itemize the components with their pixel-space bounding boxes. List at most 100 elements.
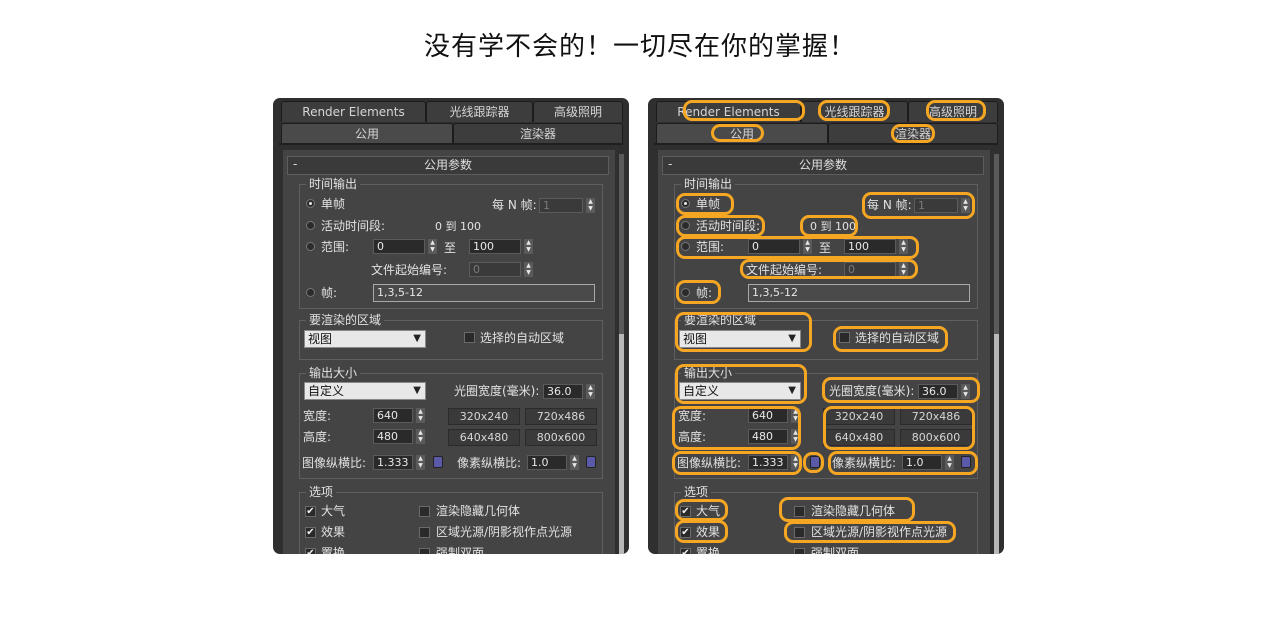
every-nth-input[interactable]: 1 (539, 198, 583, 213)
label-effects: 效果 (321, 525, 346, 539)
checkbox-auto-region[interactable] (839, 332, 850, 343)
tab-common[interactable]: 公用 (656, 123, 828, 144)
label-image-aspect: 图像纵横比: (677, 456, 742, 470)
frames-input[interactable]: 1,3,5-12 (748, 284, 970, 302)
pixel-aspect-input[interactable]: 1.0 (902, 455, 942, 470)
width-input[interactable]: 640 (748, 408, 788, 423)
frames-input[interactable]: 1,3,5-12 (373, 284, 595, 302)
spinner-arrows[interactable]: ▲▼ (570, 455, 579, 470)
tab-raytracer[interactable]: 光线跟踪器 (426, 101, 533, 122)
tab-advanced-lighting[interactable]: 高级照明 (533, 101, 623, 122)
checkbox-atmospherics[interactable]: ✔ (680, 506, 691, 517)
spinner-arrows[interactable]: ▲▼ (791, 429, 800, 444)
spinner-arrows[interactable]: ▲▼ (524, 262, 533, 277)
tab-common[interactable]: 公用 (281, 123, 453, 144)
preset-button-2[interactable]: 720x486 (525, 408, 597, 425)
tab-renderer[interactable]: 渲染器 (453, 123, 623, 144)
tab-renderer[interactable]: 渲染器 (828, 123, 998, 144)
output-size-dropdown[interactable]: 自定义▼ (304, 382, 426, 400)
range-to-input[interactable]: 100 (844, 239, 896, 254)
radio-single-frame[interactable] (306, 199, 315, 208)
checkbox-area-lights[interactable] (419, 527, 430, 538)
spinner-arrows[interactable]: ▲▼ (791, 408, 800, 423)
spinner-arrows[interactable]: ▲▼ (416, 455, 425, 470)
collapse-icon[interactable]: - (293, 157, 298, 171)
spinner-arrows[interactable]: ▲▼ (586, 198, 595, 213)
lock-icon[interactable] (961, 456, 971, 468)
checkbox-effects[interactable]: ✔ (680, 527, 691, 538)
preset-button-4[interactable]: 800x600 (900, 429, 972, 446)
tab-render-elements[interactable]: Render Elements (281, 101, 426, 122)
rollout-common-parameters[interactable]: - 公用参数 (662, 156, 984, 175)
radio-active-segment[interactable] (681, 221, 690, 230)
tab-raytracer[interactable]: 光线跟踪器 (801, 101, 908, 122)
radio-active-segment[interactable] (306, 221, 315, 230)
spinner-arrows[interactable]: ▲▼ (586, 384, 595, 399)
spinner-arrows[interactable]: ▲▼ (416, 429, 425, 444)
radio-frames[interactable] (306, 288, 315, 297)
checkbox-effects[interactable]: ✔ (305, 527, 316, 538)
file-number-base-input[interactable]: 0 (844, 262, 896, 277)
lock-icon[interactable] (586, 456, 596, 468)
width-input[interactable]: 640 (373, 408, 413, 423)
spinner-arrows[interactable]: ▲▼ (791, 455, 800, 470)
label-single-frame: 单帧 (321, 197, 346, 211)
radio-range[interactable] (306, 242, 315, 251)
spinner-arrows[interactable]: ▲▼ (803, 239, 812, 254)
checkbox-atmospherics[interactable]: ✔ (305, 506, 316, 517)
checkbox-render-hidden[interactable] (794, 506, 805, 517)
spinner-arrows[interactable]: ▲▼ (524, 239, 533, 254)
output-size-dropdown[interactable]: 自定义▼ (679, 382, 801, 400)
tab-render-elements[interactable]: Render Elements (656, 101, 801, 122)
aperture-width-input[interactable]: 36.0 (918, 384, 958, 399)
area-to-render-dropdown[interactable]: 视图▼ (679, 330, 801, 348)
scrollbar[interactable] (994, 154, 999, 554)
checkbox-displacement[interactable]: ✔ (305, 548, 316, 554)
spinner-arrows[interactable]: ▲▼ (961, 198, 970, 213)
area-to-render-dropdown[interactable]: 视图▼ (304, 330, 426, 348)
checkbox-force-two-sided[interactable] (794, 548, 805, 554)
scrollbar-thumb[interactable] (619, 334, 624, 554)
checkbox-area-lights[interactable] (794, 527, 805, 538)
radio-frames[interactable] (681, 288, 690, 297)
checkbox-force-two-sided[interactable] (419, 548, 430, 554)
preset-button-1[interactable]: 320x240 (823, 408, 895, 425)
range-from-input[interactable]: 0 (748, 239, 800, 254)
aperture-width-input[interactable]: 36.0 (543, 384, 583, 399)
checkbox-render-hidden[interactable] (419, 506, 430, 517)
height-input[interactable]: 480 (748, 429, 788, 444)
file-number-base-input[interactable]: 0 (469, 262, 521, 277)
spinner-arrows[interactable]: ▲▼ (899, 262, 908, 277)
spinner-arrows[interactable]: ▲▼ (961, 384, 970, 399)
pixel-aspect-input[interactable]: 1.0 (527, 455, 567, 470)
collapse-icon[interactable]: - (668, 157, 673, 171)
radio-single-frame[interactable] (681, 199, 690, 208)
spinner-arrows[interactable]: ▲▼ (945, 455, 954, 470)
lock-icon[interactable] (433, 456, 443, 468)
range-from-input[interactable]: 0 (373, 239, 425, 254)
dropdown-value: 自定义 (683, 384, 720, 398)
spinner-arrows[interactable]: ▲▼ (899, 239, 908, 254)
lock-icon[interactable] (810, 456, 820, 468)
active-segment-range: 0 到 100 (435, 220, 481, 233)
tab-advanced-lighting[interactable]: 高级照明 (908, 101, 998, 122)
image-aspect-input[interactable]: 1.333 (748, 455, 788, 470)
scrollbar[interactable] (619, 154, 624, 554)
preset-button-2[interactable]: 720x486 (900, 408, 972, 425)
spinner-arrows[interactable]: ▲▼ (428, 239, 437, 254)
height-input[interactable]: 480 (373, 429, 413, 444)
radio-range[interactable] (681, 242, 690, 251)
checkbox-displacement[interactable]: ✔ (680, 548, 691, 554)
every-nth-input[interactable]: 1 (914, 198, 958, 213)
image-aspect-input[interactable]: 1.333 (373, 455, 413, 470)
checkbox-auto-region[interactable] (464, 332, 475, 343)
preset-button-1[interactable]: 320x240 (448, 408, 520, 425)
spinner-arrows[interactable]: ▲▼ (416, 408, 425, 423)
rollout-common-parameters[interactable]: - 公用参数 (287, 156, 609, 175)
label-every-nth: 每 N 帧: (492, 198, 537, 212)
scrollbar-thumb[interactable] (994, 334, 999, 554)
range-to-input[interactable]: 100 (469, 239, 521, 254)
preset-button-3[interactable]: 640x480 (823, 429, 895, 446)
preset-button-3[interactable]: 640x480 (448, 429, 520, 446)
preset-button-4[interactable]: 800x600 (525, 429, 597, 446)
